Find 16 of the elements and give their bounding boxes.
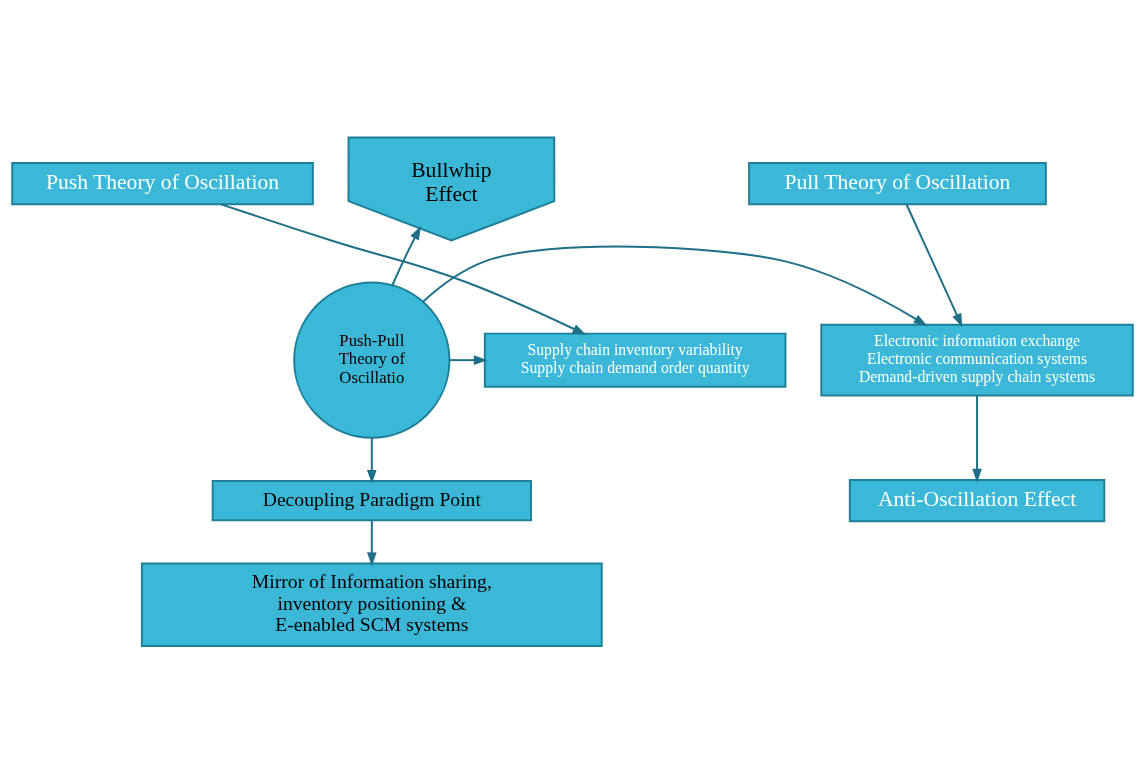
arrow (391, 226, 421, 287)
arrow (220, 203, 587, 335)
arrow (367, 437, 377, 484)
node-box: Mirror of Information sharing, inventory positioning & E-enabled SCM systems (140, 562, 603, 648)
arrow (448, 355, 488, 365)
arrow (367, 519, 377, 567)
arrow (422, 245, 928, 327)
node-box: Electronic information exchange Electronic communication systems Demand-driven supply chain systems (820, 323, 1134, 397)
node-box: Anti-Oscillation Effect (848, 479, 1106, 523)
node-box: Decoupling Paradigm Point (211, 480, 532, 522)
node-circle: Push-Pull Theory of Oscillatio (293, 281, 451, 439)
node-box: Push Theory of Oscillation (11, 162, 314, 206)
node-box: Supply chain inventory variability Supply chain demand order quantity (483, 332, 787, 388)
node-box: Pull Theory of Oscillation (748, 162, 1047, 206)
arrow (905, 203, 963, 328)
arrow (972, 394, 982, 483)
